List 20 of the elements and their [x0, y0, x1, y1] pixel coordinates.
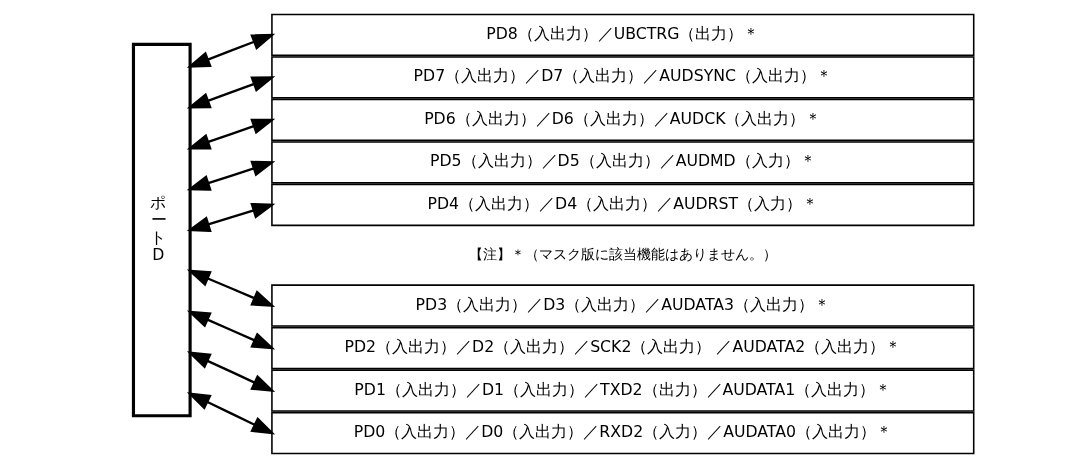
arrow	[186, 202, 275, 233]
node-box: PD4（入出力）／D4（入出力）／AUDRST（入力）＊	[270, 183, 974, 227]
node-box: PD1（入出力）／D1（入出力）／TXD2（出力）／AUDATA1（入出力）＊	[270, 369, 974, 412]
node-box: PD8（入出力）／UBCTRG（出力）＊	[270, 13, 974, 57]
arrow	[186, 269, 275, 307]
node-box: PD6（入出力）／D6（入出力）／AUDCK（入出力）＊	[270, 98, 974, 142]
arrow	[186, 76, 275, 109]
node-box: ポートD	[131, 42, 192, 418]
node-box: PD0（入出力）／D0（入出力）／RXD2（入力）／AUDATA0（入出力）＊	[270, 411, 974, 455]
label: 【注】＊（マスク版に該当機能はありません。）	[468, 245, 777, 262]
arrow	[186, 351, 275, 393]
arrow	[186, 310, 275, 350]
node-box: PD2（入出力）／D2（入出力）／SCK2（入出力） ／AUDATA2（入出力）＊	[270, 326, 974, 370]
arrow	[186, 392, 275, 435]
arrow	[186, 160, 275, 191]
node-box: PD3（入出力）／D3（入出力）／AUDATA3（入出力）＊	[270, 284, 974, 327]
node-box: PD7（入出力）／D7（入出力）／AUDSYNC（入出力）＊	[270, 56, 974, 99]
arrow	[186, 33, 275, 68]
node-box: PD5（入出力）／D5（入出力）／AUDMD（入力）＊	[270, 141, 974, 184]
arrow	[186, 118, 275, 150]
